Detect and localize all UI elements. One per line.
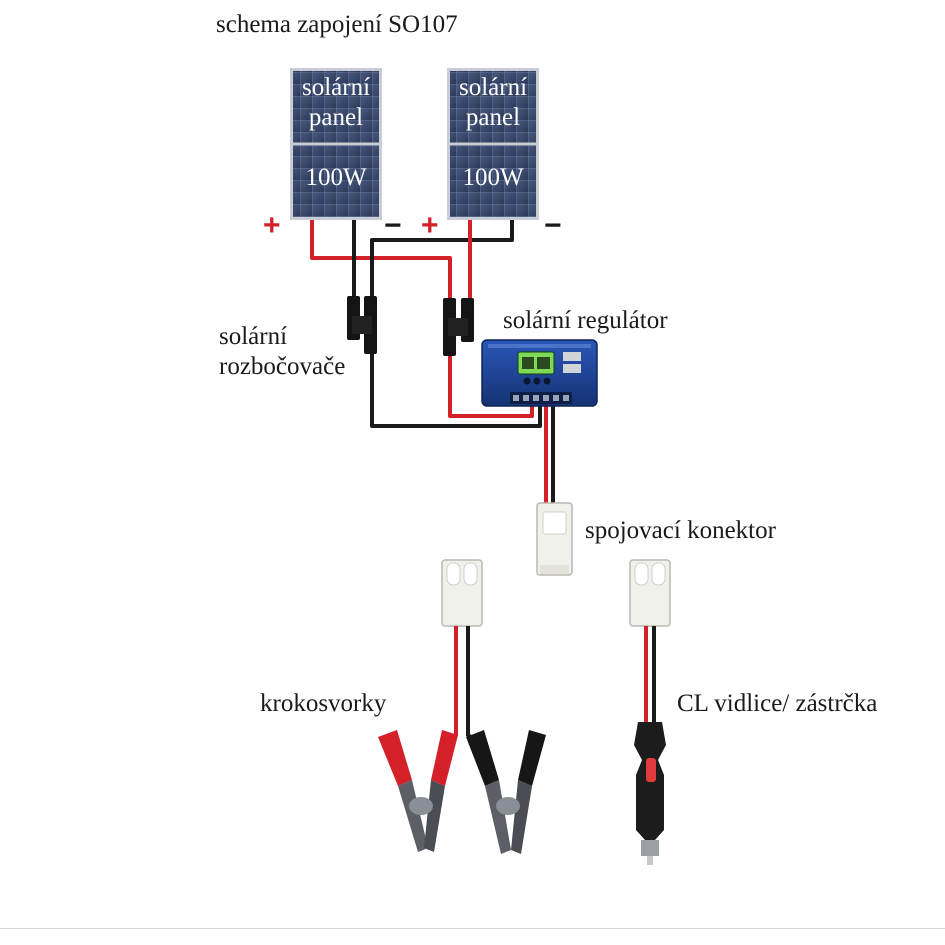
red-alligator-clamp <box>378 730 458 852</box>
diagram-title: schema zapojení SO107 <box>216 11 458 38</box>
cl-plug-lead <box>629 559 671 725</box>
panel-1-label-line1: solární <box>301 74 371 101</box>
solar-regulator <box>481 339 598 407</box>
alligator-clamp-lead <box>438 559 484 747</box>
cl-plug <box>634 722 666 865</box>
panel-2-minus-sign: − <box>544 209 562 242</box>
connector-label: spojovací konektor <box>585 517 776 544</box>
black-alligator-clamp <box>466 730 546 854</box>
regulator-label: solární regulátor <box>503 307 668 334</box>
panel-1-plus-sign: + <box>263 209 281 242</box>
panel-2-power: 100W <box>462 164 524 191</box>
cl-plug-label: CL vidlice/ zástrčka <box>677 690 878 717</box>
splitters-label-line2: rozbočovače <box>219 353 346 380</box>
joining-connector <box>536 502 573 576</box>
clamps-label: krokosvorky <box>260 690 387 717</box>
solar-panel-1 <box>290 68 382 220</box>
solar-splitter-negative <box>347 296 377 354</box>
panel-2-plus-sign: + <box>421 209 439 242</box>
panel-wires <box>310 220 555 505</box>
panel-1-power: 100W <box>305 164 367 191</box>
panel-2-label-line1: solární <box>458 74 528 101</box>
splitters-label-line1: solární <box>219 323 288 350</box>
solar-panel-2 <box>447 68 539 220</box>
panel-1-label-line2: panel <box>308 104 364 131</box>
bottom-divider <box>0 928 945 929</box>
solar-splitter-positive <box>443 298 474 356</box>
panel-1-minus-sign: − <box>384 209 402 242</box>
panel-2-label-line2: panel <box>465 104 521 131</box>
